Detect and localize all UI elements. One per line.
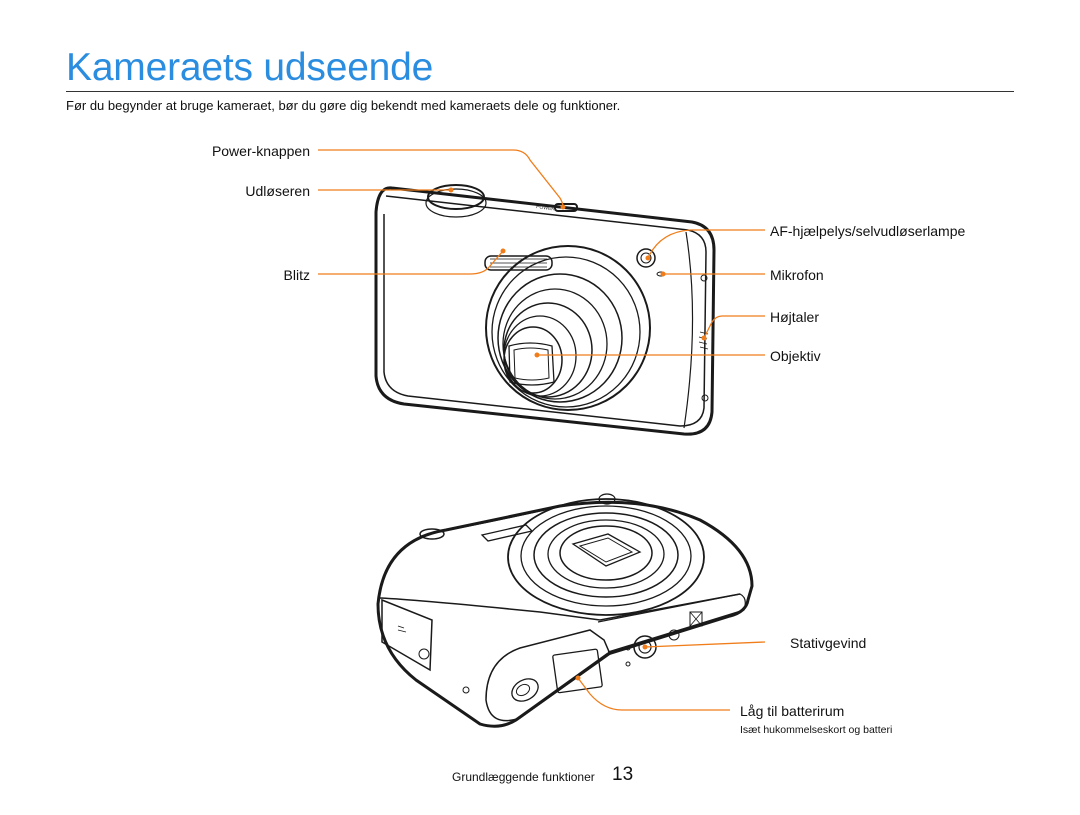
power-engraving: POWER bbox=[536, 204, 556, 213]
label-flash: Blitz bbox=[283, 267, 310, 283]
camera-bottom bbox=[376, 493, 754, 728]
callout-flash bbox=[318, 250, 504, 275]
callout-power bbox=[318, 149, 564, 208]
callout-lines bbox=[318, 149, 766, 711]
label-af-lamp: AF-hjælpelys/selvudløserlampe bbox=[770, 223, 966, 239]
label-shutter: Udløseren bbox=[245, 183, 310, 199]
page-number: 13 bbox=[612, 764, 634, 785]
callout-dots bbox=[448, 187, 707, 681]
label-power-button: Power-knappen bbox=[211, 143, 310, 159]
intro-text: Før du begynder at bruge kameraet, bør d… bbox=[66, 98, 621, 113]
title-divider bbox=[66, 91, 1014, 92]
label-speaker: Højtaler bbox=[770, 309, 820, 325]
footer-section: Grundlæggende funktioner bbox=[452, 770, 595, 784]
page-title: Kameraets udseende bbox=[66, 46, 434, 89]
label-microphone: Mikrofon bbox=[770, 267, 824, 283]
battery-note: Isæt hukommelseskort og batteri bbox=[740, 724, 893, 736]
callout-tripod bbox=[644, 641, 766, 648]
callout-af bbox=[647, 229, 765, 259]
label-tripod: Stativgevind bbox=[790, 635, 867, 651]
label-lens: Objektiv bbox=[770, 348, 821, 364]
camera-front bbox=[374, 184, 716, 436]
callout-speaker bbox=[703, 315, 765, 339]
callout-battery bbox=[577, 677, 730, 711]
label-battery-cover: Låg til batterirum bbox=[740, 703, 845, 719]
